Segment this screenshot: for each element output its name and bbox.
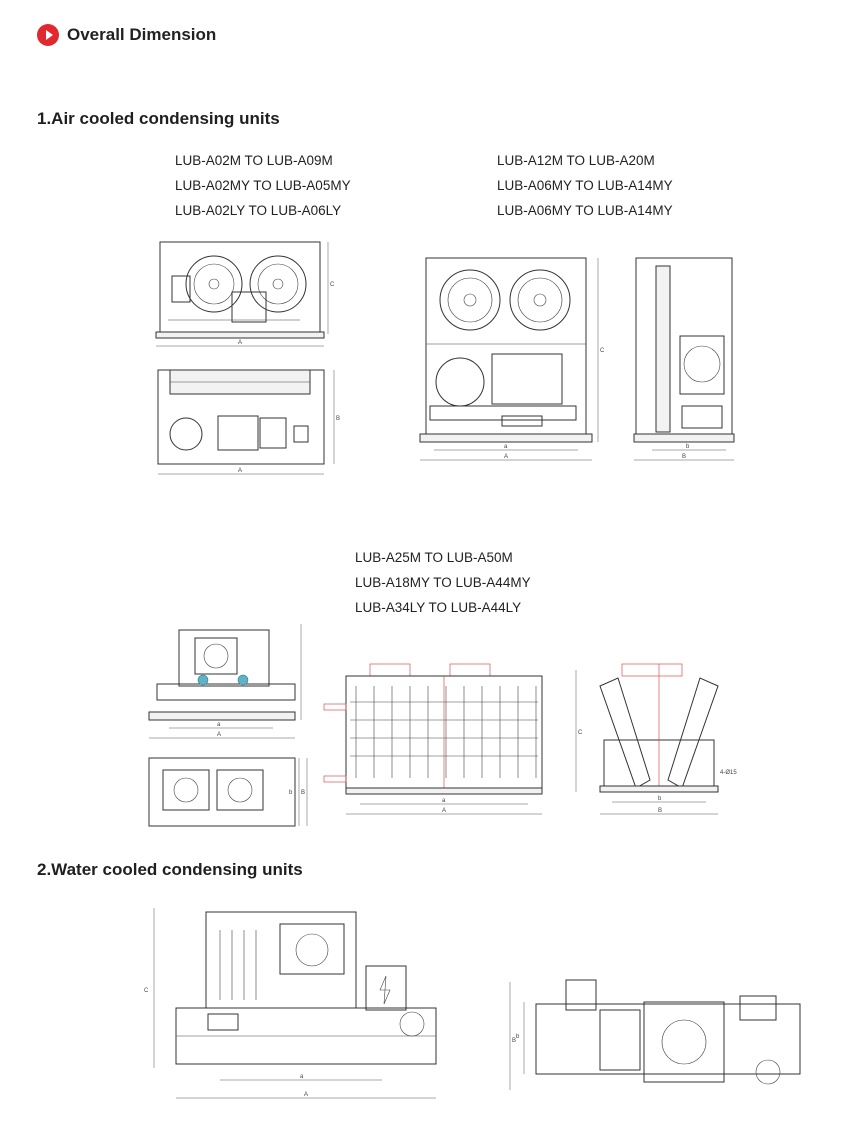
dim-label-B: B <box>512 1038 516 1044</box>
model-list-group1: LUB-A02M TO LUB-A09M LUB-A02MY TO LUB-A0… <box>175 148 351 223</box>
section-title-water: 2.Water cooled condensing units <box>37 860 303 879</box>
dim-label-a: a <box>504 444 508 450</box>
model-item: LUB-A12M TO LUB-A20M <box>497 153 655 168</box>
drawing-v-type-side: C b B 4-Ø15 <box>575 663 737 815</box>
model-item: LUB-A34LY TO LUB-A44LY <box>355 600 522 615</box>
dim-label-b: b <box>686 444 690 450</box>
dim-label-B: B <box>301 790 305 796</box>
dim-label-B: B <box>336 416 340 422</box>
dim-label-a: a <box>217 722 221 728</box>
drawing-small-unit-top: A B <box>157 369 340 475</box>
drawing-large-unit-top: b B <box>148 757 308 827</box>
play-icon <box>37 24 59 46</box>
drawing-water-unit-front: C a A <box>144 908 437 1099</box>
model-item: LUB-A02LY TO LUB-A06LY <box>175 203 342 218</box>
model-list-group2: LUB-A12M TO LUB-A20M LUB-A06MY TO LUB-A1… <box>497 148 673 223</box>
model-item: LUB-A02MY TO LUB-A05MY <box>175 178 351 193</box>
dim-label-C: C <box>330 282 335 288</box>
dim-label-B: B <box>682 454 686 460</box>
dim-label-C: C <box>600 348 605 354</box>
dim-label-A: A <box>504 454 508 460</box>
dim-label-A: A <box>442 808 446 814</box>
dim-label-b: b <box>658 796 662 802</box>
dim-label-B: B <box>658 808 662 814</box>
section-title-air: 1.Air cooled condensing units <box>37 109 280 128</box>
model-item: LUB-A06MY TO LUB-A14MY <box>497 178 673 193</box>
drawing-water-unit-top: B b <box>509 979 801 1090</box>
drawing-medium-unit-side: b B <box>633 257 735 461</box>
dim-label-A: A <box>217 732 221 738</box>
model-item: LUB-A18MY TO LUB-A44MY <box>355 575 531 590</box>
model-item: LUB-A25M TO LUB-A50M <box>355 550 513 565</box>
section-header: Overall Dimension <box>37 24 216 46</box>
model-list-group3: LUB-A25M TO LUB-A50M LUB-A18MY TO LUB-A4… <box>355 545 531 620</box>
model-item: LUB-A02M TO LUB-A09M <box>175 153 333 168</box>
dim-label-C: C <box>578 730 583 736</box>
drawing-large-unit-front: a A <box>148 624 302 739</box>
dim-label-b: b <box>516 1034 520 1040</box>
dim-label-A: A <box>238 468 242 474</box>
dim-label-a: a <box>442 798 446 804</box>
dim-label-b: b <box>289 790 293 796</box>
drawing-small-unit-front: A C <box>155 241 335 347</box>
dim-label-hole: 4-Ø15 <box>720 770 737 776</box>
drawing-condenser-coil: a A <box>323 663 543 815</box>
drawing-medium-unit-front: a A C <box>419 257 605 461</box>
page-title: Overall Dimension <box>67 25 217 44</box>
dim-label-a: a <box>300 1074 304 1080</box>
dim-label-C: C <box>144 988 149 994</box>
dim-label-A: A <box>304 1092 308 1098</box>
model-item: LUB-A06MY TO LUB-A14MY <box>497 203 673 218</box>
dim-label-A: A <box>238 340 242 346</box>
